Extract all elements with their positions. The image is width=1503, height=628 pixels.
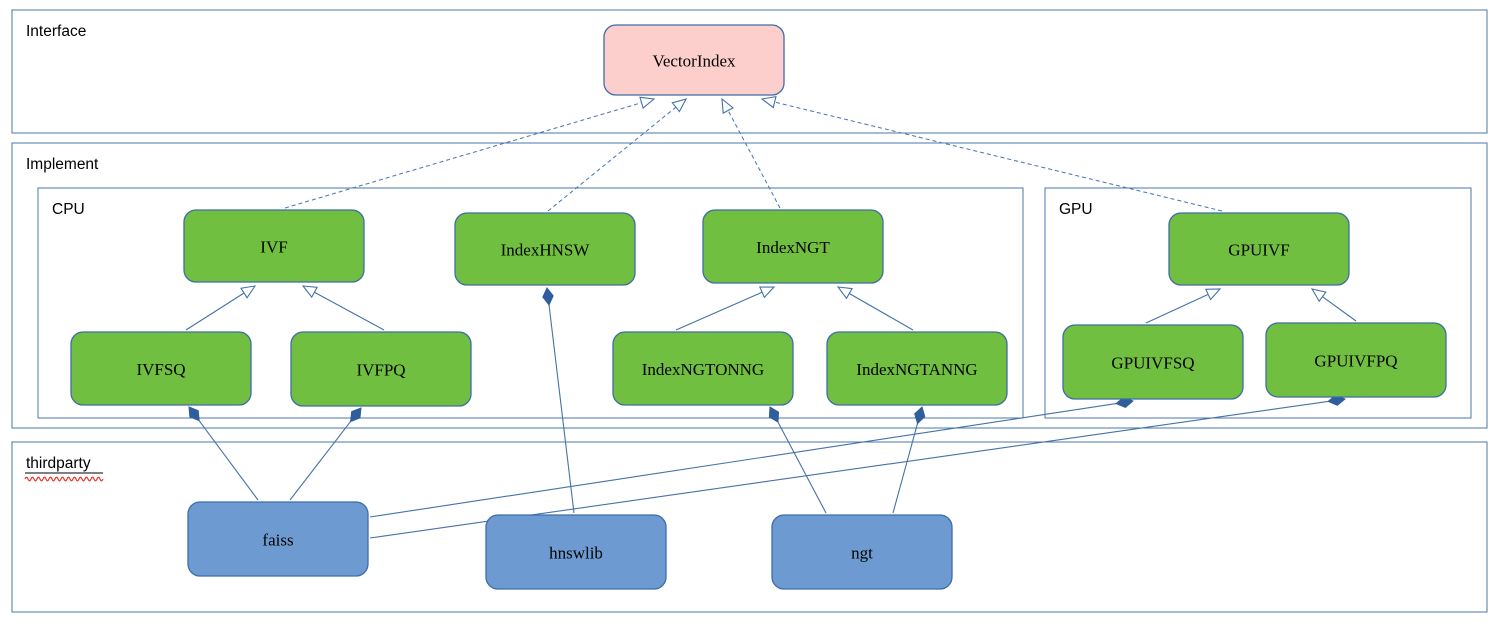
inheritance-arrowhead: [759, 286, 776, 299]
node-label-IndexNGT: IndexNGT: [756, 238, 830, 257]
node-label-IVF: IVF: [260, 238, 287, 257]
inheritance-arrowhead: [1310, 288, 1327, 303]
inheritance-arrowhead: [639, 96, 656, 110]
edge-line: [777, 421, 827, 514]
edge-GPUIVFSQ-to-GPUIVF: [1145, 288, 1222, 324]
edge-line: [369, 403, 1117, 518]
edge-IndexNGTONNG-to-IndexNGT: [675, 286, 776, 331]
node-label-IVFPQ: IVFPQ: [356, 361, 405, 380]
node-box-IndexNGT[interactable]: [702, 209, 884, 284]
composition-diamond: [188, 406, 200, 422]
node-label-faiss: faiss: [262, 531, 293, 550]
edge-hnswlib-to-IndexHNSW: [542, 287, 575, 514]
edge-ngt-to-IndexNGTONNG: [768, 406, 827, 514]
node-box-IVFSQ[interactable]: [70, 331, 252, 406]
edge-line: [849, 292, 914, 331]
node-box-VectorIndex[interactable]: [603, 24, 785, 96]
edge-GPUIVF-to-VectorIndex: [760, 95, 1223, 212]
composition-diamond: [914, 406, 926, 425]
node-box-IVFPQ[interactable]: [290, 331, 472, 407]
inheritance-arrowhead: [1205, 288, 1222, 301]
inheritance-arrowhead: [240, 285, 257, 299]
node-box-IndexNGTONNG[interactable]: [612, 331, 794, 406]
group-label-thirdparty: thirdparty: [26, 455, 91, 472]
group-label-cpu: CPU: [52, 201, 85, 218]
node-IVFPQ[interactable]: IVFPQ: [290, 331, 472, 407]
edge-line: [1145, 293, 1209, 324]
node-box-IndexNGTANNG[interactable]: [826, 331, 1008, 406]
edge-line: [892, 423, 919, 514]
node-label-GPUIVFPQ: GPUIVFPQ: [1314, 352, 1397, 371]
node-IVF[interactable]: IVF: [183, 209, 365, 283]
node-label-GPUIVF: GPUIVF: [1228, 241, 1289, 260]
node-box-GPUIVFPQ[interactable]: [1265, 322, 1447, 398]
node-IndexHNSW[interactable]: IndexHNSW: [454, 212, 636, 286]
node-ngt[interactable]: ngt: [771, 514, 953, 590]
node-IndexNGT[interactable]: IndexNGT: [702, 209, 884, 284]
edges-layer: [185, 95, 1357, 539]
edge-line: [185, 292, 245, 331]
edge-IndexHNSW-to-VectorIndex: [547, 98, 688, 212]
node-box-GPUIVFSQ[interactable]: [1062, 324, 1244, 400]
node-GPUIVFSQ[interactable]: GPUIVFSQ: [1062, 324, 1244, 400]
node-label-IndexNGTANNG: IndexNGTANNG: [856, 360, 977, 379]
composition-diamond: [542, 287, 554, 306]
edge-line: [1322, 296, 1357, 322]
edge-IVFPQ-to-IVF: [301, 285, 385, 331]
node-box-hnswlib[interactable]: [485, 514, 667, 590]
edge-line: [314, 291, 385, 331]
node-GPUIVF[interactable]: GPUIVF: [1168, 212, 1350, 286]
node-label-hnswlib: hnswlib: [549, 544, 603, 563]
node-box-faiss[interactable]: [187, 501, 369, 577]
node-label-ngt: ngt: [851, 544, 873, 563]
node-box-GPUIVF[interactable]: [1168, 212, 1350, 286]
edge-ngt-to-IndexNGTANNG: [892, 406, 926, 514]
node-GPUIVFPQ[interactable]: GPUIVFPQ: [1265, 322, 1447, 398]
node-hnswlib[interactable]: hnswlib: [485, 514, 667, 590]
inheritance-arrowhead: [671, 98, 688, 113]
edge-GPUIVFPQ-to-GPUIVF: [1310, 288, 1357, 322]
node-label-IndexHNSW: IndexHNSW: [501, 241, 591, 260]
group-label-implement: Implement: [26, 156, 99, 173]
node-label-IVFSQ: IVFSQ: [136, 360, 185, 379]
edge-IVF-to-VectorIndex: [284, 96, 656, 209]
group-label-gpu: GPU: [1059, 201, 1093, 218]
edge-line: [727, 110, 781, 209]
edge-IndexNGTANNG-to-IndexNGT: [836, 286, 914, 331]
inheritance-arrowhead: [721, 97, 735, 114]
edge-line: [548, 304, 575, 514]
edge-line: [284, 102, 642, 209]
node-IndexNGTONNG[interactable]: IndexNGTONNG: [612, 331, 794, 406]
node-label-GPUIVFSQ: GPUIVFSQ: [1111, 354, 1194, 373]
node-IVFSQ[interactable]: IVFSQ: [70, 331, 252, 406]
node-box-ngt[interactable]: [771, 514, 953, 590]
node-box-IVF[interactable]: [183, 209, 365, 283]
node-VectorIndex[interactable]: VectorIndex: [603, 24, 785, 96]
spellcheck-squiggle-thirdparty: [24, 476, 104, 482]
node-faiss[interactable]: faiss: [187, 501, 369, 577]
composition-diamond: [768, 406, 780, 423]
edge-line: [198, 420, 259, 501]
group-label-interface: Interface: [26, 23, 86, 40]
node-label-VectorIndex: VectorIndex: [652, 52, 736, 71]
inheritance-arrowhead: [301, 285, 318, 299]
edge-line: [675, 291, 763, 331]
edge-line: [289, 421, 352, 501]
edge-IVFSQ-to-IVF: [185, 285, 257, 331]
composition-diamond: [350, 407, 362, 423]
edge-faiss-to-IVFSQ: [188, 406, 259, 501]
edge-faiss-to-IVFPQ: [289, 407, 362, 501]
inheritance-arrowhead: [836, 286, 853, 300]
edge-IndexNGT-to-VectorIndex: [721, 97, 781, 209]
node-label-IndexNGTONNG: IndexNGTONNG: [642, 360, 764, 379]
node-box-IndexHNSW[interactable]: [454, 212, 636, 286]
node-IndexNGTANNG[interactable]: IndexNGTANNG: [826, 331, 1008, 406]
inheritance-arrowhead: [760, 95, 777, 109]
